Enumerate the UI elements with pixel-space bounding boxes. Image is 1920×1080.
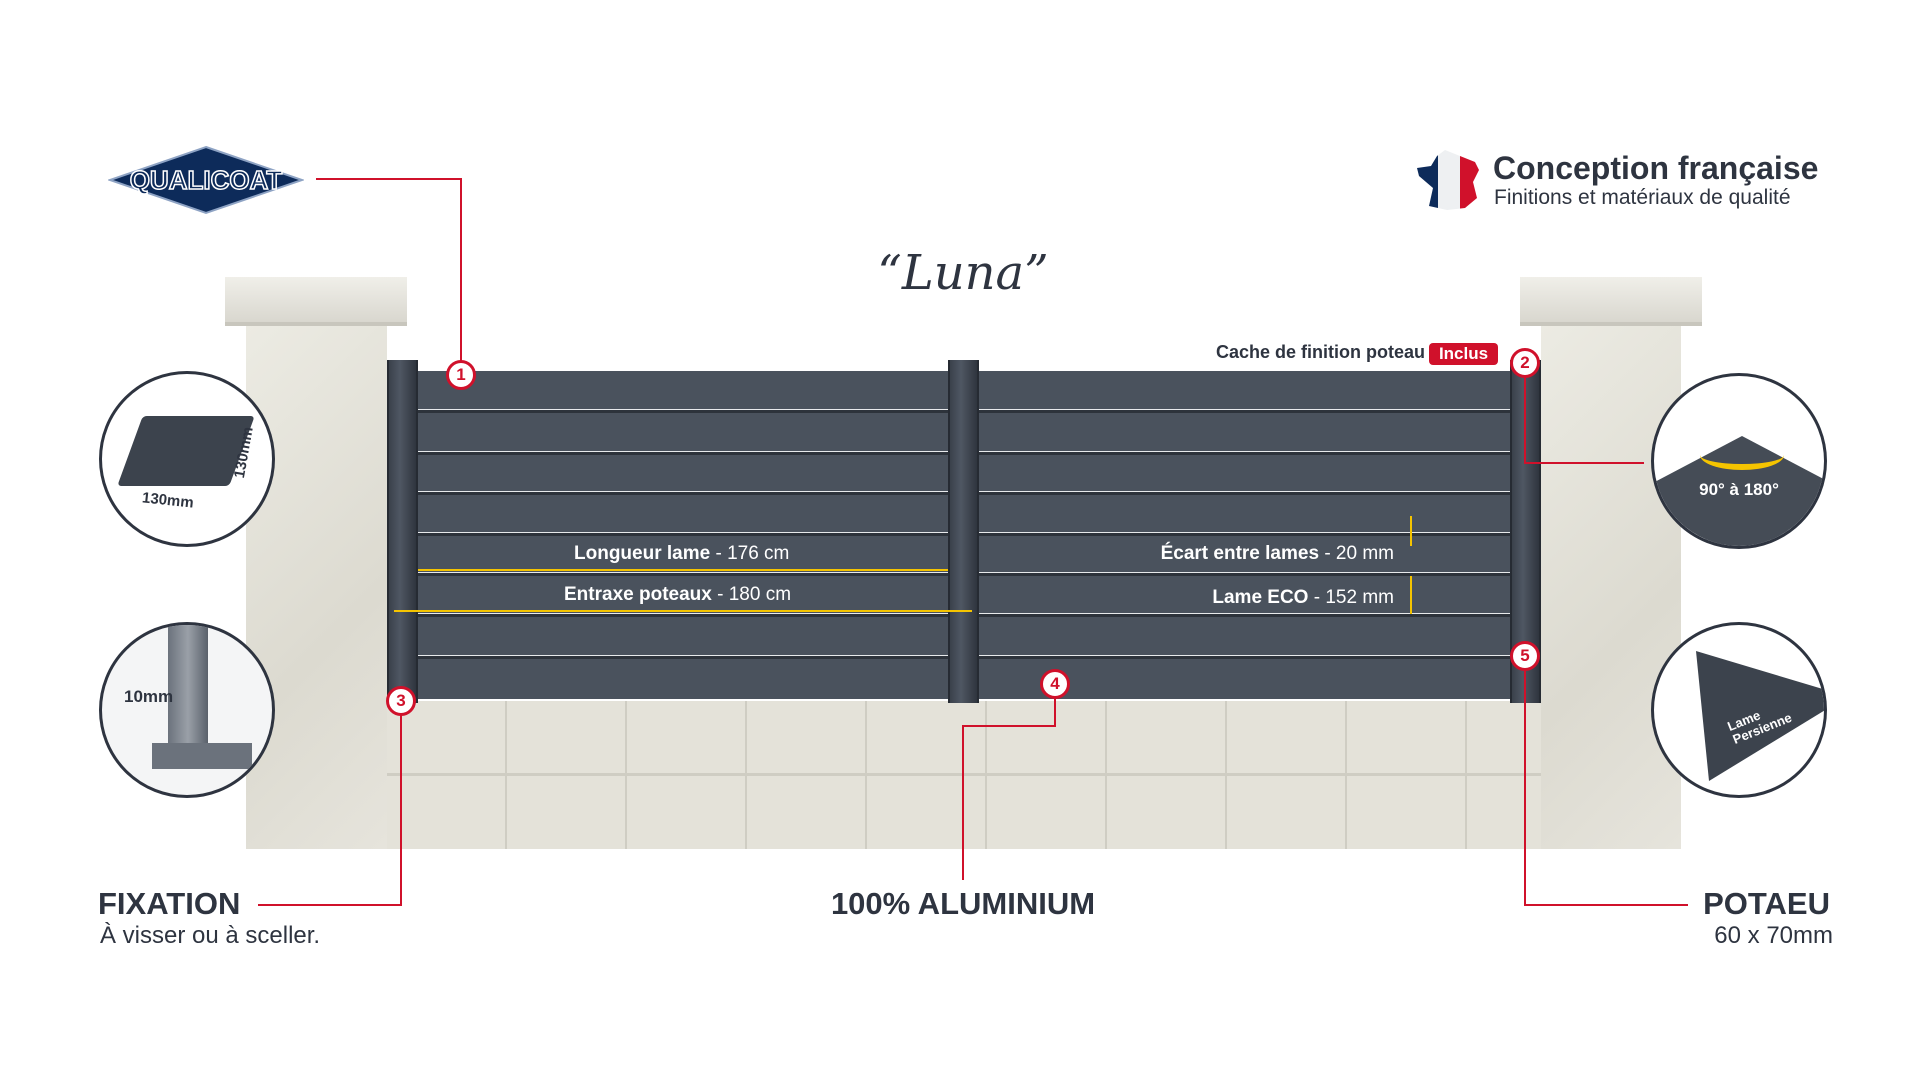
france-flag-icon bbox=[1415, 148, 1482, 212]
inclus-badge: Inclus bbox=[1429, 343, 1498, 365]
entraxe-label: Entraxe poteaux - 180 cm bbox=[564, 584, 792, 605]
callout-line-2h bbox=[1524, 462, 1644, 464]
aluminium-title: 100% ALUMINIUM bbox=[830, 886, 1096, 921]
poteau-subtitle: 60 x 70mm bbox=[1714, 922, 1833, 949]
angle-inset: 90° à 180° bbox=[1651, 373, 1827, 549]
callout-line-5h bbox=[1524, 904, 1688, 906]
base-plate-inset: 130mm 130mm bbox=[99, 371, 275, 547]
callout-line-4a bbox=[1054, 684, 1056, 727]
callout-4: 4 bbox=[1040, 669, 1070, 699]
left-pillar bbox=[246, 326, 387, 849]
post-profile-icon bbox=[168, 625, 208, 747]
base-thickness-inset: 10mm bbox=[99, 622, 275, 798]
callout-line-3v bbox=[400, 701, 402, 906]
poteau-title: POTAEU bbox=[1703, 886, 1830, 921]
callout-line-1 bbox=[316, 178, 462, 180]
fence-post-middle bbox=[948, 360, 979, 703]
wall-joint bbox=[387, 773, 1541, 776]
lame-eco-label: Lame ECO - 152 mm bbox=[1212, 587, 1394, 608]
thickness-label: 10mm bbox=[124, 687, 174, 706]
cache-finition-label: Cache de finition poteau bbox=[1215, 342, 1425, 362]
right-pillar bbox=[1541, 326, 1681, 849]
fence-panel-right bbox=[979, 371, 1510, 699]
fixation-subtitle: À visser ou à sceller. bbox=[100, 922, 321, 949]
callout-3: 3 bbox=[386, 686, 416, 716]
lame-persienne-inset: Lame Persienne bbox=[1651, 622, 1827, 798]
fence-post-left bbox=[387, 360, 418, 703]
callout-line-1v bbox=[460, 178, 462, 363]
base-profile-icon bbox=[152, 743, 252, 769]
lame-arrow-icon bbox=[1410, 576, 1412, 614]
qualicoat-logo: QUALICOAT bbox=[106, 145, 306, 215]
callout-2: 2 bbox=[1510, 348, 1540, 378]
callout-1: 1 bbox=[446, 360, 476, 390]
callout-line-5v bbox=[1524, 656, 1526, 906]
fence-panel-left bbox=[418, 371, 948, 699]
longueur-lame-label: Longueur lame - 176 cm bbox=[574, 543, 790, 564]
callout-line-3h bbox=[258, 904, 402, 906]
callout-line-4c bbox=[962, 725, 964, 880]
right-pillar-cap bbox=[1520, 277, 1702, 326]
left-pillar-cap bbox=[225, 277, 407, 326]
callout-line-2v bbox=[1524, 363, 1526, 463]
longueur-arrow bbox=[418, 569, 948, 571]
ecart-arrow-icon bbox=[1410, 516, 1412, 546]
angle-arrow-icon bbox=[1700, 440, 1784, 470]
callout-line-4b bbox=[963, 725, 1056, 727]
entraxe-arrow bbox=[394, 610, 972, 612]
model-name: “Luna” bbox=[877, 245, 1049, 301]
callout-5: 5 bbox=[1510, 641, 1540, 671]
header-title: Conception française bbox=[1493, 150, 1819, 186]
fixation-title: FIXATION bbox=[98, 886, 241, 921]
angle-label: 90° à 180° bbox=[1699, 480, 1779, 499]
svg-text:QUALICOAT: QUALICOAT bbox=[130, 165, 283, 195]
base-width-label: 130mm bbox=[141, 489, 195, 512]
ecart-label: Écart entre lames - 20 mm bbox=[1160, 543, 1394, 564]
header-subtitle: Finitions et matériaux de qualité bbox=[1494, 186, 1791, 209]
